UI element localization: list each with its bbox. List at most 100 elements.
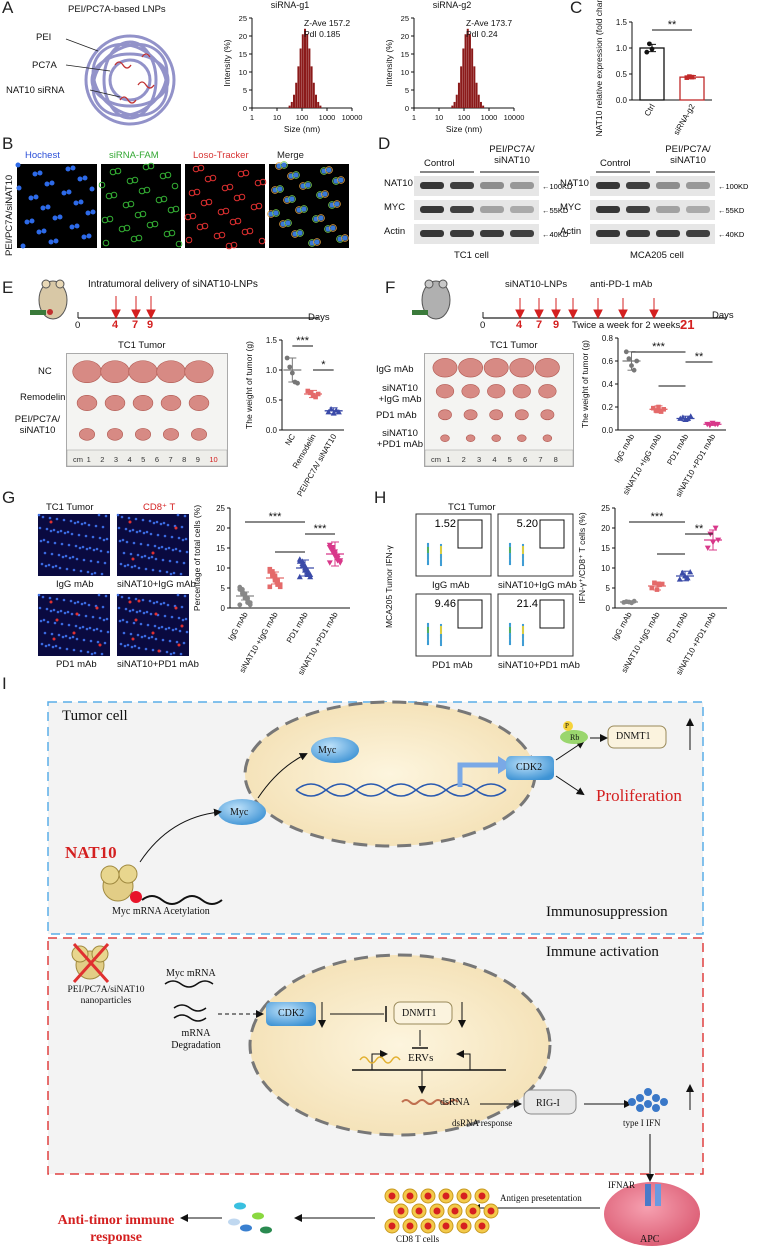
row-label: NAT10 <box>384 178 413 189</box>
cell <box>277 186 283 192</box>
nucleus-2 <box>248 953 552 1137</box>
nucleus-dot <box>143 634 147 638</box>
nucleus-dot <box>120 515 124 519</box>
ruler-mark: 4 <box>128 455 132 464</box>
cell <box>24 219 30 225</box>
event <box>508 638 512 642</box>
nucleus-dot <box>181 618 185 622</box>
data-point <box>634 358 640 364</box>
ruler-mark: 2 <box>462 455 466 464</box>
data-point <box>284 355 290 361</box>
event <box>508 558 512 562</box>
cell <box>197 164 205 172</box>
t-cell-core <box>460 1222 468 1230</box>
y-tick-label: 0 <box>405 104 409 113</box>
zave-label: Z-Ave 157.2 <box>304 18 350 28</box>
ruler-mark: cm <box>431 455 441 464</box>
event <box>426 556 430 560</box>
cell <box>285 220 291 226</box>
cell <box>318 215 324 221</box>
nucleus-dot <box>84 534 88 538</box>
h-side-label: MCA205 Tumor IFN-γ <box>384 545 394 628</box>
sig-label: *** <box>269 511 283 523</box>
cell <box>98 181 106 189</box>
timeline-f-b: anti-PD-1 mAb <box>590 279 653 290</box>
nucleus-dot <box>101 605 105 609</box>
nucleus-dot <box>84 614 88 618</box>
i-proliferation: Proliferation <box>596 786 682 805</box>
ruler-mark: 6 <box>523 455 527 464</box>
nucleus-dot <box>105 617 109 621</box>
cell <box>15 162 21 168</box>
granule-icons <box>228 1202 272 1234</box>
nucleus-dot <box>163 614 167 618</box>
nucleus-dot <box>77 533 81 537</box>
i-mrna-degradation: mRNA Degradation <box>171 1028 221 1051</box>
t-cell-core <box>397 1207 405 1215</box>
y-tick-label: 20 <box>239 32 247 41</box>
cell <box>114 167 122 175</box>
timeline-f-a: siNAT10-LNPs <box>505 279 568 290</box>
y-tick-label: 0.0 <box>602 426 614 435</box>
gate-percentage: 1.52 <box>435 518 456 530</box>
size-bar <box>457 82 460 108</box>
ruler-mark: 8 <box>554 455 558 464</box>
nucleus-dot <box>170 535 174 539</box>
nucleus-dot <box>105 537 109 541</box>
x-tick-label: PEI/PC7A/ siNAT10 <box>295 432 338 498</box>
size-bar <box>466 28 469 108</box>
blot-strip <box>590 176 715 196</box>
i-cdk2-2: CDK2 <box>278 1008 305 1019</box>
marker-label: ←55KD <box>542 206 569 215</box>
sig-label: * <box>321 359 326 371</box>
cell-ring <box>313 238 321 246</box>
data-point <box>287 364 293 370</box>
cell <box>201 222 209 230</box>
nucleus-dot <box>54 564 58 568</box>
event <box>508 546 512 550</box>
event <box>426 562 430 566</box>
t-cell-core <box>388 1192 396 1200</box>
band <box>626 230 650 237</box>
nucleus-dot <box>127 516 131 520</box>
blot-strip <box>414 200 539 220</box>
ruler-mark: 9 <box>196 455 200 464</box>
nucleus-dot <box>90 572 94 576</box>
nucleus-dot <box>72 568 76 572</box>
nucleus-dot <box>90 652 94 656</box>
nucleus-dot <box>128 529 132 533</box>
t-cell-core <box>388 1222 396 1230</box>
cell <box>45 204 51 210</box>
cell <box>127 200 135 208</box>
nucleus-dot <box>64 634 68 638</box>
cell <box>40 205 46 211</box>
tumor <box>535 358 560 378</box>
cell <box>52 215 58 221</box>
t-cell-core <box>415 1207 423 1215</box>
nucleus-dot <box>96 560 100 564</box>
sig-label: *** <box>296 335 310 347</box>
zave-label: Z-Ave 173.7 <box>466 18 512 28</box>
panel-label-e: E <box>2 278 14 297</box>
nat10-enzyme <box>100 864 142 903</box>
cell <box>171 182 179 190</box>
nucleus-dot <box>82 558 86 562</box>
days-e-label: Days <box>308 312 330 323</box>
i-rb: Rb <box>570 733 580 742</box>
cd8-dot <box>174 606 178 610</box>
nucleus-dot <box>65 647 69 651</box>
cell <box>147 162 155 170</box>
nucleus-dot <box>99 629 103 633</box>
event <box>426 642 430 646</box>
event <box>426 638 430 642</box>
tumor <box>135 428 152 441</box>
data-point <box>679 569 686 576</box>
cell-ring <box>321 190 329 198</box>
cell <box>209 174 217 182</box>
cell-ring <box>317 214 325 222</box>
gate-percentage: 5.20 <box>517 518 538 530</box>
cell <box>259 178 267 186</box>
band <box>420 206 444 213</box>
